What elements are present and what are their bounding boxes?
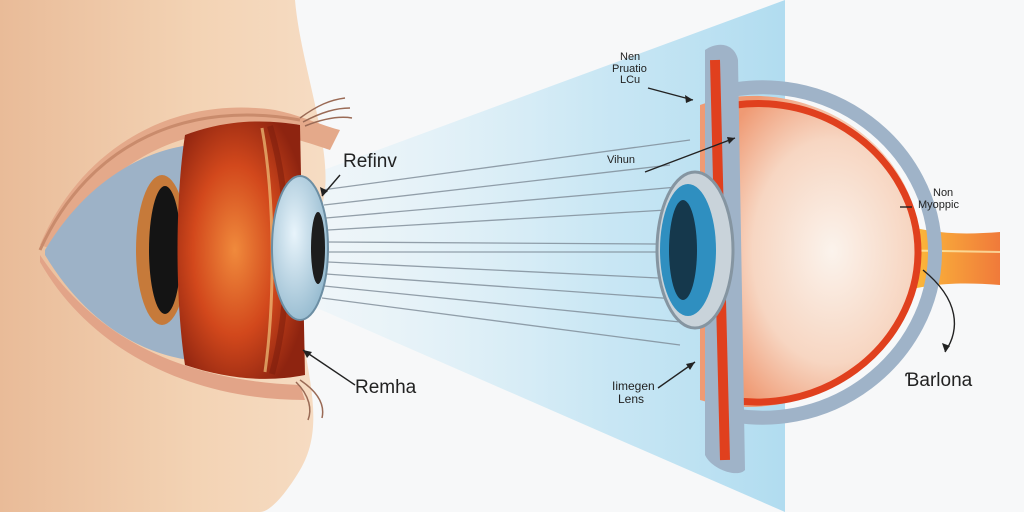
label-non-myoppic: Non Myoppic xyxy=(918,187,959,211)
label-vihun: Vihun xyxy=(607,154,635,166)
eyelashes xyxy=(295,97,353,421)
side-cornea xyxy=(271,175,329,321)
sclera-outer xyxy=(708,80,943,425)
label-top-center: Nen Pruatio LCu xyxy=(612,51,647,87)
label-remha: Remha xyxy=(355,377,417,398)
light-beam xyxy=(310,0,785,512)
label-iimegen-lens: Iimegen Lens xyxy=(612,379,655,406)
label-barlona: Ɓarlona xyxy=(905,370,973,391)
lower-eyelid xyxy=(40,255,305,400)
eyeball-cross-section xyxy=(700,95,920,407)
label-refinv: Refinv xyxy=(343,151,397,172)
retina-layer xyxy=(711,100,922,406)
side-eyeball xyxy=(177,121,305,379)
